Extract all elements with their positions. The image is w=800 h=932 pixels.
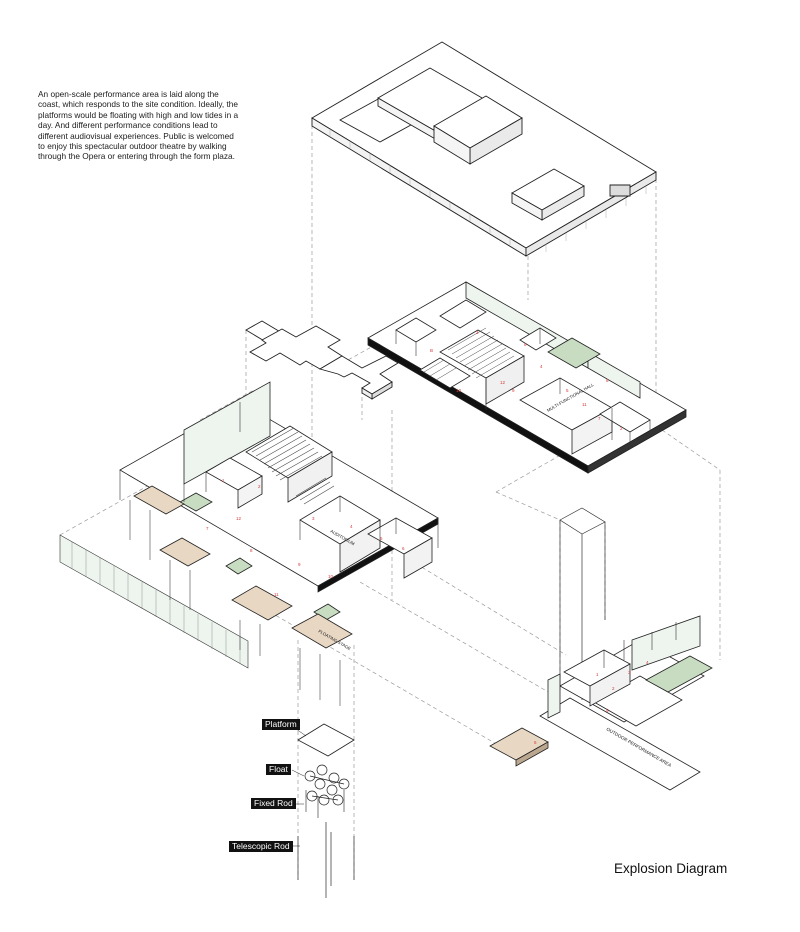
svg-text:6: 6 (534, 740, 537, 745)
svg-text:6: 6 (402, 546, 405, 551)
svg-text:4: 4 (540, 364, 543, 369)
svg-text:7: 7 (206, 526, 209, 531)
roof-edge-ticks (329, 129, 647, 252)
outdoor-annotations: 1 2 3 4 5 6 (534, 660, 649, 745)
float-label: Float (266, 764, 291, 775)
description-text: An open-scale performance area is laid a… (38, 89, 239, 162)
svg-text:12: 12 (236, 516, 242, 521)
svg-text:1: 1 (596, 672, 599, 677)
left-glass-mullions (71, 542, 241, 664)
svg-text:7: 7 (598, 416, 601, 421)
svg-text:2: 2 (620, 426, 623, 431)
ground-interior-walls (119, 402, 439, 548)
left-glass-screen (59, 534, 249, 669)
upper-annotations: B 12 9 4 5 11 7 2 3 10 6 8 (430, 330, 623, 431)
upper-interior-walls (395, 328, 651, 446)
svg-text:11: 11 (274, 592, 279, 597)
outdoor-floor (489, 615, 713, 791)
component-platform (297, 723, 355, 757)
platform-label: Platform (262, 719, 300, 730)
component-fixed-rod (305, 790, 345, 818)
svg-text:B: B (430, 348, 433, 353)
svg-text:3: 3 (312, 516, 315, 521)
svg-text:5: 5 (566, 388, 569, 393)
svg-text:5: 5 (380, 536, 383, 541)
svg-text:6: 6 (524, 342, 527, 347)
svg-text:8: 8 (606, 378, 609, 383)
svg-text:8: 8 (250, 548, 253, 553)
svg-text:4: 4 (646, 660, 649, 665)
component-float (304, 764, 350, 806)
svg-text:10: 10 (456, 388, 462, 393)
svg-text:5: 5 (606, 708, 609, 713)
svg-text:1: 1 (222, 478, 225, 483)
diagram-title: Explosion Diagram (614, 861, 728, 876)
auditorium-seats-ground (251, 427, 335, 505)
svg-text:4: 4 (350, 524, 353, 529)
svg-text:10: 10 (328, 574, 334, 579)
auditorium-seats-upper (423, 327, 515, 381)
svg-text:2: 2 (612, 686, 615, 691)
svg-text:12: 12 (500, 380, 506, 385)
roof-slab (311, 41, 657, 257)
svg-text:9: 9 (298, 562, 301, 567)
component-leaders (291, 725, 307, 847)
telescopic-rod-label: Telescopic Rod (229, 841, 293, 852)
svg-text:3: 3 (628, 670, 631, 675)
ground-support-legs (129, 500, 341, 706)
second-floor (367, 281, 687, 474)
component-telescopic-rod (297, 822, 355, 898)
svg-text:2: 2 (258, 484, 261, 489)
svg-text:3: 3 (476, 330, 479, 335)
svg-text:11: 11 (582, 402, 587, 407)
svg-text:9: 9 (512, 388, 515, 393)
fixed-rod-label: Fixed Rod (251, 798, 296, 809)
cross-platform (245, 320, 399, 400)
outdoor-walls (603, 622, 677, 668)
